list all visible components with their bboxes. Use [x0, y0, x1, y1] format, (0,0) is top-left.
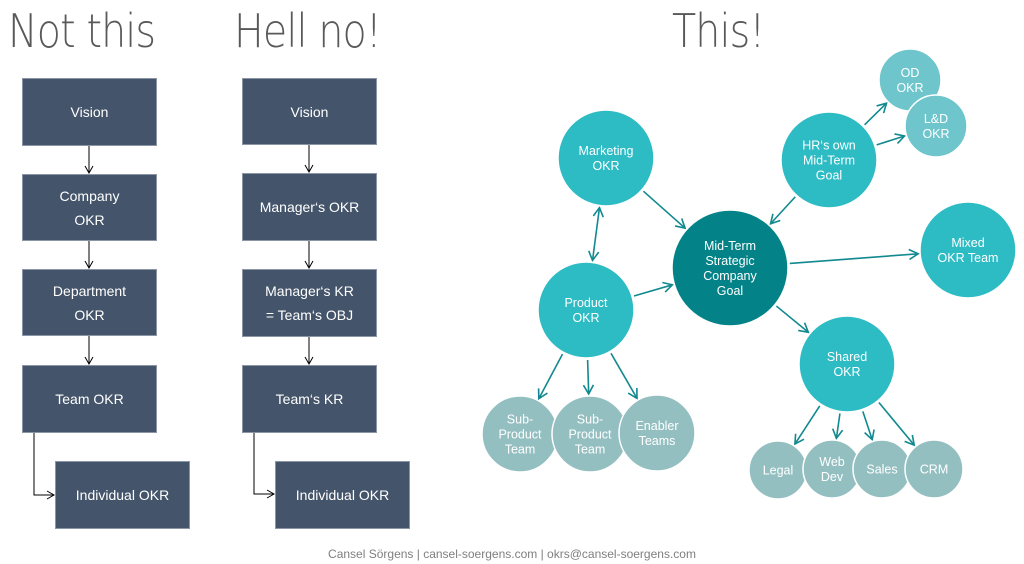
- edge-marketing-to-center: [642, 190, 687, 230]
- col1-box-team-okr: Team OKR: [22, 365, 157, 433]
- col2-box-individual-okr: Individual OKR: [275, 461, 410, 529]
- edge-hr-to-ld: [876, 133, 907, 146]
- edge-shared-to-crm: [878, 401, 916, 447]
- node-label-enabler: Enabler: [635, 419, 678, 433]
- edge-product-to-enabler: [610, 352, 638, 400]
- node-label-shared: OKR: [833, 365, 860, 379]
- node-label-subproduct1: Sub-: [507, 413, 533, 427]
- node-circle-hr: [780, 111, 878, 209]
- col2-box-managers-okr: Manager‘s OKR: [242, 173, 377, 241]
- node-label-subproduct2: Sub-: [577, 413, 603, 427]
- edge-product-to-subproduct1: [537, 353, 564, 401]
- edge-product-to-subproduct2: [582, 359, 595, 396]
- node-label-ld: L&D: [924, 112, 948, 126]
- col1-connectors: [33, 146, 94, 500]
- node-label-center: Mid-Term: [704, 239, 756, 253]
- edge-shared-to-legal: [794, 405, 821, 446]
- edge-center-to-mixed: [789, 248, 920, 265]
- edge-shared-to-webdev: [831, 413, 844, 440]
- col2-box-teams-kr: Team‘s KR: [242, 365, 377, 433]
- node-sales: Sales: [852, 439, 912, 499]
- node-label-crm: CRM: [920, 463, 948, 477]
- node-label-product: OKR: [572, 311, 599, 325]
- node-label-hr: HR‘s own: [802, 139, 856, 153]
- edge-shared-to-sales: [862, 411, 875, 442]
- node-label-webdev: Dev: [821, 470, 844, 484]
- edge-center-to-shared: [775, 305, 810, 334]
- node-label-subproduct2: Team: [575, 443, 606, 457]
- edge-product-to-center: [633, 281, 674, 297]
- node-label-ld: OKR: [922, 127, 949, 141]
- node-label-hr: Mid-Term: [803, 154, 855, 168]
- node-legal: Legal: [748, 440, 808, 500]
- node-circle-marketing: [557, 109, 655, 207]
- col1-arrow-4: [33, 433, 56, 500]
- edge-hr-to-od: [864, 102, 888, 126]
- node-circle-product: [537, 261, 635, 359]
- node-label-subproduct2: Product: [568, 428, 612, 442]
- footer-credits: Cansel Sörgens | cansel-soergens.com | o…: [328, 547, 696, 561]
- node-label-od: OKR: [896, 81, 923, 95]
- node-label-od: OD: [901, 66, 920, 80]
- node-label-mixed: OKR Team: [938, 251, 999, 265]
- edge-hr-to-center: [769, 196, 796, 225]
- node-label-center: Strategic: [705, 254, 754, 268]
- node-label-center: Goal: [717, 284, 743, 298]
- title-hell-no: Hell no!: [234, 4, 382, 58]
- node-label-subproduct1: Product: [498, 428, 542, 442]
- node-circle-mixed: [919, 201, 1017, 299]
- col1-box-company-okr: Company OKR: [22, 174, 157, 241]
- node-label-subproduct1: Team: [505, 443, 536, 457]
- col2-arrow-4: [253, 433, 276, 499]
- node-circle-ld: [904, 94, 968, 158]
- node-label-mixed: Mixed: [951, 236, 984, 250]
- node-label-hr: Goal: [816, 169, 842, 183]
- edge-marketing-to-product: [587, 205, 605, 263]
- col2-connectors: [253, 145, 314, 499]
- col2-box-managers-kr: Manager‘s KR = Team‘s OBJ: [242, 269, 377, 337]
- node-crm: CRM: [904, 439, 964, 499]
- node-label-marketing: OKR: [592, 159, 619, 173]
- node-label-shared: Shared: [827, 350, 867, 364]
- title-not-this: Not this: [8, 4, 156, 58]
- node-circle-center: [671, 209, 789, 327]
- node-label-enabler: Teams: [639, 434, 676, 448]
- col1-box-vision: Vision: [22, 78, 157, 146]
- network-nodes: Mid-TermStrategicCompanyGoalMarketingOKR…: [481, 48, 1017, 500]
- col1-box-department-okr: Department OKR: [22, 269, 157, 336]
- node-circle-crm: [904, 439, 964, 499]
- col1-box-individual-okr: Individual OKR: [55, 461, 190, 529]
- node-label-product: Product: [564, 296, 608, 310]
- node-label-marketing: Marketing: [579, 144, 634, 158]
- node-label-center: Company: [703, 269, 757, 283]
- node-circle-shared: [798, 315, 896, 413]
- node-label-webdev: Web: [819, 455, 845, 469]
- network-edges: [537, 102, 920, 447]
- node-label-legal: Legal: [763, 464, 794, 478]
- node-label-sales: Sales: [866, 463, 897, 477]
- node-circle-enabler: [618, 394, 696, 472]
- col2-box-vision: Vision: [242, 78, 377, 145]
- title-this: This!: [672, 4, 765, 58]
